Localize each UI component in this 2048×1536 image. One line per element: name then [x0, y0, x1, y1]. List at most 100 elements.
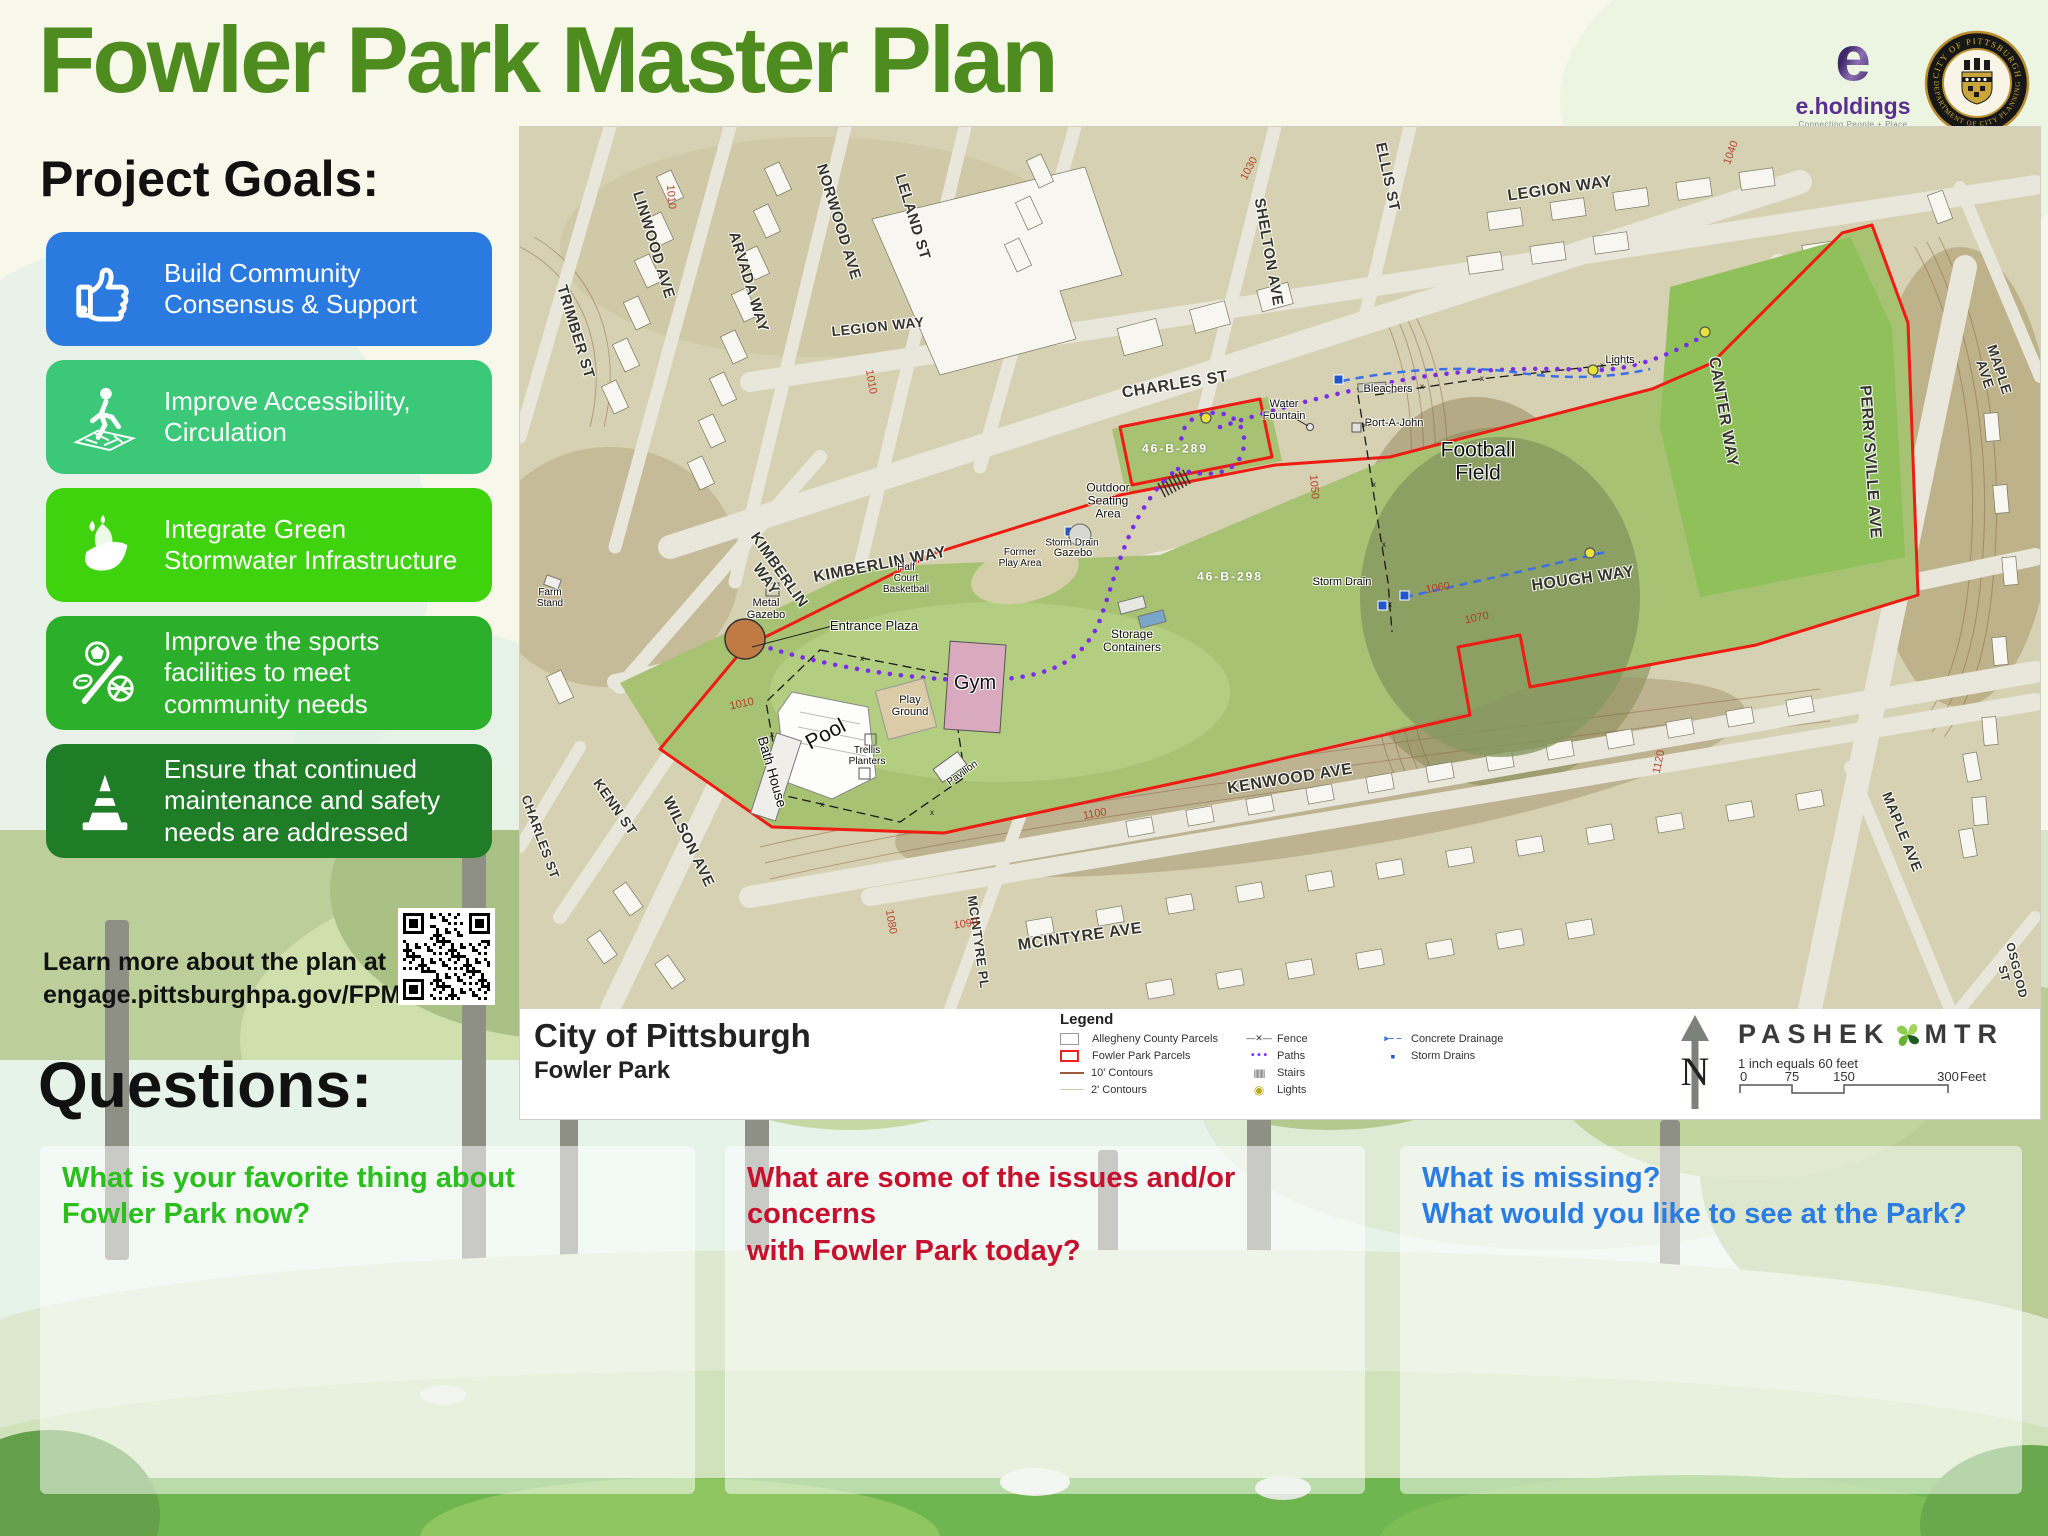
- question-panel: What are some of the issues and/or conce…: [725, 1146, 1365, 1494]
- legend-item: Stairs: [1246, 1064, 1366, 1081]
- thumbs-up-icon: [76, 267, 129, 322]
- clover-icon: [1896, 1023, 1919, 1046]
- legend-label: Concrete Drainage: [1411, 1032, 1504, 1045]
- sports-balls-icon: [72, 641, 134, 705]
- svg-text:x: x: [1382, 540, 1386, 549]
- svg-text:x: x: [860, 654, 864, 663]
- qr-code: [398, 908, 495, 1005]
- fence-symbol: [1246, 1033, 1272, 1044]
- goal-list: Build Community Consensus & Support Impr…: [46, 232, 492, 872]
- svg-text:x: x: [1540, 368, 1544, 377]
- goal-card: Integrate Green Stormwater Infrastructur…: [46, 488, 492, 602]
- legend-item: Fence: [1246, 1030, 1366, 1047]
- learn-more-line1: Learn more about the plan at: [43, 948, 387, 976]
- legend-label: Fowler Park Parcels: [1092, 1049, 1191, 1062]
- svg-text:Feet: Feet: [1960, 1071, 1986, 1084]
- svg-text:300: 300: [1937, 1071, 1959, 1084]
- legend-item: Concrete Drainage: [1380, 1030, 1550, 1047]
- map-footer-city: City of Pittsburgh: [534, 1017, 811, 1054]
- legend-item: Lights: [1246, 1081, 1366, 1098]
- legend-label: 10' Contours: [1091, 1066, 1154, 1079]
- leaf-water-icon: [85, 514, 128, 571]
- svg-text:x: x: [930, 808, 934, 817]
- paths-symbol: [1246, 1050, 1272, 1061]
- traffic-cone-icon: [82, 774, 128, 831]
- north-letter: N: [1681, 1049, 1710, 1094]
- eholdings-logo: e e.holdings Connecting People + Place: [1790, 22, 1916, 129]
- svg-text:x: x: [1388, 600, 1392, 609]
- page-title: Fowler Park Master Plan: [38, 7, 1059, 112]
- pedestrian-map-icon: [73, 387, 137, 451]
- goal-card: Build Community Consensus & Support: [46, 232, 492, 346]
- learn-more-url: engage.pittsburghpa.gov/FPMP: [43, 980, 419, 1009]
- project-goals-heading: Project Goals:: [40, 151, 379, 207]
- svg-text:x: x: [1362, 420, 1366, 429]
- c10-symbol: [1060, 1071, 1084, 1074]
- c2-symbol: [1060, 1089, 1084, 1090]
- park-symbol: [1060, 1049, 1079, 1062]
- legend-label: 2' Contours: [1091, 1083, 1147, 1096]
- goal-card: Improve Accessibility, Circulation: [46, 360, 492, 474]
- goal-card: Ensure that continued maintenance and sa…: [46, 744, 492, 858]
- map-footer: City of Pittsburgh Fowler Park Legend Al…: [520, 1009, 2040, 1119]
- map-footer-park: Fowler Park: [534, 1057, 671, 1084]
- legend-item: Fowler Park Parcels: [1060, 1047, 1232, 1064]
- question-text: What are some of the issues and/or conce…: [747, 1162, 1236, 1267]
- legend-item: 10' Contours: [1060, 1064, 1232, 1081]
- north-arrow: N: [1672, 1013, 1718, 1118]
- svg-text:75: 75: [1785, 1071, 1799, 1084]
- goal-card: Improve the sports facilities to meet co…: [46, 616, 492, 730]
- goal-text: Improve the sports facilities to meet co…: [164, 626, 380, 719]
- pashek-mtr-logo: PASHEK MTR: [1738, 1019, 2004, 1050]
- storm-symbol: [1380, 1048, 1406, 1064]
- lights-symbol: [1246, 1083, 1272, 1097]
- svg-text:e: e: [1835, 28, 1871, 90]
- svg-text:x: x: [1600, 361, 1604, 370]
- svg-text:x: x: [1480, 374, 1484, 383]
- county-symbol: [1060, 1032, 1079, 1045]
- goal-text: Ensure that continued maintenance and sa…: [164, 754, 441, 847]
- svg-text:x: x: [820, 800, 824, 809]
- legend-item: Paths: [1246, 1047, 1366, 1064]
- legend-title: Legend: [1060, 1011, 1114, 1028]
- stairs-symbol: [1246, 1068, 1272, 1078]
- legend-label: Stairs: [1277, 1066, 1306, 1079]
- svg-text:x: x: [1420, 382, 1424, 391]
- svg-text:x: x: [770, 730, 774, 739]
- scale-caption: 1 inch equals 60 feet: [1738, 1056, 1858, 1071]
- legend-label: Storm Drains: [1411, 1049, 1476, 1062]
- legend-item: 2' Contours: [1060, 1081, 1232, 1098]
- drain-symbol: [1380, 1033, 1406, 1044]
- question-text: What is missing? What would you like to …: [1422, 1162, 1967, 1231]
- question-text: What is your favorite thing about Fowler…: [62, 1162, 515, 1231]
- eholdings-tagline: Connecting People + Place: [1798, 120, 1908, 129]
- seal-crest-icon: [1961, 58, 1993, 105]
- goal-text: Integrate Green Stormwater Infrastructur…: [164, 513, 458, 575]
- legend-label: Lights: [1277, 1083, 1307, 1096]
- question-panel: What is your favorite thing about Fowler…: [40, 1146, 695, 1494]
- questions-heading: Questions:: [38, 1049, 373, 1121]
- svg-text:x: x: [1372, 480, 1376, 489]
- svg-text:0: 0: [1740, 1071, 1747, 1084]
- legend-label: Fence: [1277, 1032, 1308, 1045]
- firm-logo-block: PASHEK MTR 1 inch equals 60 feet 0 75 150 3…: [1738, 1019, 2004, 1108]
- eholdings-e-icon: e: [1835, 22, 1871, 94]
- svg-text:150: 150: [1833, 1071, 1855, 1084]
- learn-more-text: Learn more about the plan at engage.pitt…: [43, 946, 418, 1011]
- legend-item: Storm Drains: [1380, 1047, 1550, 1064]
- legend-label: Paths: [1277, 1049, 1306, 1062]
- legend-item: Allegheny County Parcels: [1060, 1030, 1232, 1047]
- goal-text: Improve Accessibility, Circulation: [164, 385, 411, 447]
- question-panel: What is missing? What would you like to …: [1400, 1146, 2022, 1494]
- firm-word-pashek: PASHEK: [1738, 1019, 1891, 1049]
- firm-word-mtr: MTR: [1924, 1019, 2005, 1049]
- eholdings-wordmark: e.holdings: [1795, 93, 1911, 119]
- legend-label: Allegheny County Parcels: [1092, 1032, 1218, 1045]
- city-seal: CITY OF PITTSBURGH DEPARTMENT OF CITY PL…: [1924, 30, 2030, 141]
- goal-text: Build Community Consensus & Support: [164, 257, 417, 319]
